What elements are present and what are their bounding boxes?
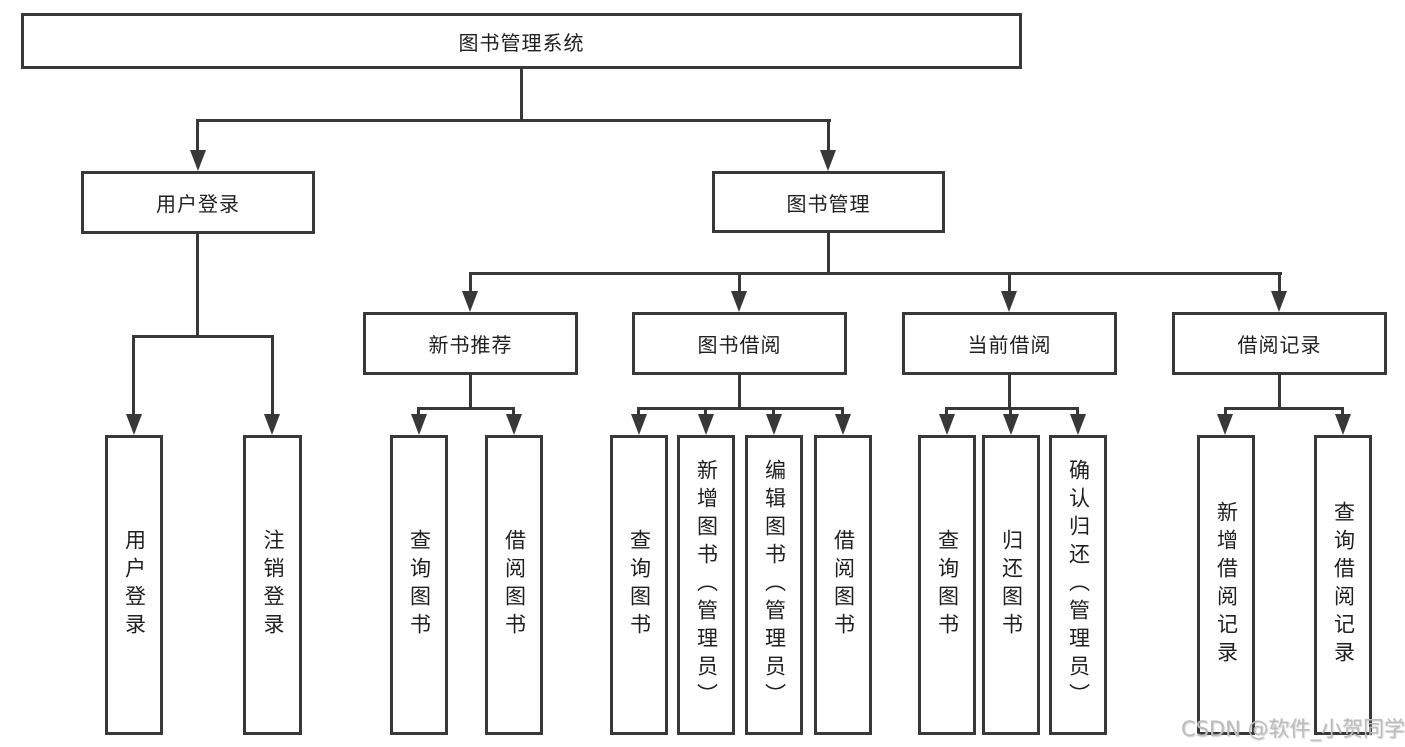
arrow-down-icon <box>766 414 782 435</box>
arrow-down-icon <box>835 414 851 435</box>
connector-line <box>945 407 948 417</box>
arrow-down-icon <box>939 414 955 435</box>
arrow-down-icon <box>1217 414 1233 435</box>
node-label: 确认归还（管理员） <box>1066 459 1091 711</box>
arrow-down-icon <box>506 414 522 435</box>
arrow-down-icon <box>1001 291 1017 312</box>
connector-line <box>1076 407 1079 417</box>
connector-line <box>827 119 830 152</box>
arrow-down-icon <box>462 291 478 312</box>
connector-line <box>738 272 741 294</box>
node-label: 借阅图书 <box>502 529 527 641</box>
node-label: 图书借阅 <box>697 333 782 357</box>
connector-line <box>417 407 515 410</box>
connector-line <box>738 373 741 410</box>
connector-line <box>841 407 844 417</box>
arrow-down-icon <box>190 150 206 171</box>
leaf-borrow-books-recommend: 借阅图书 <box>485 435 543 735</box>
node-label: 新书推荐 <box>428 333 513 357</box>
leaf-logout: 注销登录 <box>243 435 302 735</box>
leaf-edit-books-admin: 编辑图书（管理员） <box>745 435 803 735</box>
connector-line <box>520 66 523 122</box>
node-book-management: 图书管理 <box>712 171 945 233</box>
arrow-down-icon <box>731 291 747 312</box>
arrow-down-icon <box>126 414 142 435</box>
node-user-login: 用户登录 <box>81 171 315 234</box>
leaf-borrow-books: 借阅图书 <box>814 435 872 735</box>
node-label: 借阅记录 <box>1237 333 1322 357</box>
arrow-down-icon <box>820 150 836 171</box>
leaf-query-books-borrow: 查询图书 <box>610 435 668 735</box>
node-label: 用户登录 <box>156 192 240 216</box>
connector-line <box>1224 407 1344 410</box>
connector-line <box>417 407 420 417</box>
connector-line <box>132 335 274 338</box>
node-label: 查询图书 <box>407 529 432 641</box>
arrow-down-icon <box>1070 414 1086 435</box>
node-library-system: 图书管理系统 <box>21 13 1022 69</box>
node-new-book-recommend: 新书推荐 <box>363 312 578 375</box>
leaf-add-borrow-record: 新增借阅记录 <box>1197 435 1255 735</box>
node-label: 新增图书（管理员） <box>694 459 719 711</box>
connector-line <box>772 407 775 417</box>
node-label: 查询借阅记录 <box>1331 501 1356 669</box>
connector-line <box>1008 272 1011 294</box>
leaf-return-books: 归还图书 <box>982 435 1040 735</box>
arrow-down-icon <box>1335 414 1351 435</box>
arrow-down-icon <box>411 414 427 435</box>
node-book-borrowing: 图书借阅 <box>632 312 847 375</box>
connector-line <box>1224 407 1227 417</box>
node-label: 借阅图书 <box>831 529 856 641</box>
connector-line <box>1278 373 1281 410</box>
node-label: 图书管理系统 <box>458 30 585 55</box>
leaf-confirm-return-admin: 确认归还（管理员） <box>1049 435 1107 735</box>
node-label: 图书管理 <box>786 191 871 216</box>
leaf-query-books-current: 查询图书 <box>918 435 976 735</box>
arrow-down-icon <box>1003 414 1019 435</box>
connector-line <box>469 373 472 410</box>
connector-line <box>945 407 1079 410</box>
node-label: 查询图书 <box>627 529 652 641</box>
arrow-down-icon <box>698 414 714 435</box>
connector-line <box>196 119 199 152</box>
node-current-borrowing: 当前借阅 <box>902 312 1117 375</box>
connector-line <box>196 231 199 338</box>
connector-line <box>512 407 515 417</box>
connector-line <box>469 272 472 294</box>
leaf-query-books-recommend: 查询图书 <box>390 435 448 735</box>
connector-line <box>704 407 707 417</box>
arrow-down-icon <box>264 414 280 435</box>
arrow-down-icon <box>631 414 647 435</box>
connector-line <box>1009 407 1012 417</box>
node-label: 注销登录 <box>261 529 285 641</box>
leaf-add-books-admin: 新增图书（管理员） <box>677 435 735 735</box>
node-label: 当前借阅 <box>967 333 1052 357</box>
csdn-watermark: CSDN @软件_小贺同学 <box>1181 717 1405 741</box>
node-label: 用户登录 <box>122 529 147 641</box>
connector-line <box>637 407 844 410</box>
connector-line <box>1278 272 1281 294</box>
connector-line <box>1341 407 1344 417</box>
connector-line <box>827 231 830 275</box>
connector-line <box>1008 373 1011 410</box>
connector-line <box>469 272 1282 275</box>
arrow-down-icon <box>1271 291 1287 312</box>
node-label: 归还图书 <box>999 529 1024 641</box>
leaf-query-borrow-record: 查询借阅记录 <box>1314 435 1372 735</box>
node-label: 新增借阅记录 <box>1214 501 1239 669</box>
node-label: 查询图书 <box>935 529 960 641</box>
connector-line <box>637 407 640 417</box>
node-label: 编辑图书（管理员） <box>762 459 787 711</box>
connector-line <box>271 335 274 417</box>
connector-line <box>132 335 135 417</box>
leaf-user-login: 用户登录 <box>105 435 163 735</box>
connector-line <box>196 119 831 122</box>
node-borrowing-records: 借阅记录 <box>1172 312 1387 375</box>
